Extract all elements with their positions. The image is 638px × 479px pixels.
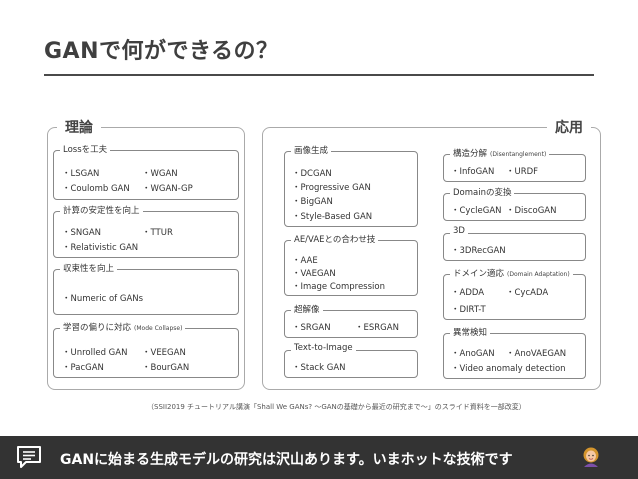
list-item: ・DIRT-T (451, 305, 486, 315)
list-item: ・Unrolled GAN (62, 348, 128, 358)
section-label: Text-to-Image (291, 343, 356, 353)
list-item: ・Coulomb GAN (62, 184, 130, 194)
page-title: GANで何ができるの？ (44, 39, 279, 64)
list-item: ・Image Compression (292, 282, 385, 292)
list-item: ・Stack GAN (292, 363, 346, 373)
theory-section-convergence: 収束性を向上 ・Numeric of GANs (53, 262, 239, 315)
woman-emoji-icon (583, 447, 599, 467)
list-item: ・DiscoGAN (506, 206, 557, 216)
section-sublabel: (Mode Collapse) (134, 325, 183, 332)
app-section-disentanglement: 構造分解(Disentanglement) ・InfoGAN ・URDF (443, 147, 586, 182)
section-label-text: ドメイン適応 (453, 269, 505, 279)
section-sublabel: (Disentanglement) (490, 151, 547, 158)
source-footnote: （SSII2019 チュートリアル講演「Shall We GANs? 〜GANの… (147, 403, 526, 411)
app-section-image-generation: 画像生成 ・DCGAN ・Progressive GAN ・BigGAN ・St… (284, 144, 418, 227)
speech-bubble-icon (17, 446, 41, 468)
list-item: ・PacGAN (62, 363, 104, 373)
list-item: ・ADDA (451, 288, 485, 298)
theory-section-loss: Lossを工夫 ・LSGAN ・WGAN ・Coulomb GAN ・WGAN-… (53, 143, 239, 200)
list-item: ・BigGAN (292, 197, 333, 207)
list-item: ・VAEGAN (292, 269, 336, 279)
section-label: 画像生成 (291, 144, 332, 156)
list-item: ・URDF (506, 167, 539, 177)
theory-group: 理論 (47, 117, 245, 390)
theory-section-mode-collapse: 学習の偏りに対応(Mode Collapse) ・Unrolled GAN ・V… (53, 321, 239, 378)
section-label-text: 構造分解 (453, 149, 488, 159)
section-label: 異常検知 (450, 326, 491, 338)
theory-section-stability: 計算の安定性を向上 ・SNGAN ・TTUR ・Relativistic GAN (53, 204, 239, 258)
app-section-domain-transfer: Domainの変換 ・CycleGAN ・DiscoGAN (443, 186, 586, 221)
app-section-ae-vae: AE/VAEとの合わせ技 ・AAE ・VAEGAN ・Image Compres… (284, 233, 418, 296)
section-label: Domainの変換 (450, 186, 515, 198)
list-item: ・AnoVAEGAN (506, 349, 567, 359)
list-item: ・TTUR (142, 228, 173, 238)
summary-banner: GANに始まる生成モデルの研究は沢山あります。いまホットな技術です (0, 436, 638, 479)
list-item: ・3DRecGAN (451, 246, 506, 256)
list-item: ・LSGAN (62, 169, 100, 179)
list-item: ・WGAN (142, 169, 178, 179)
list-item: ・AAE (292, 256, 318, 266)
section-label: 計算の安定性を向上 (60, 204, 143, 216)
app-section-3d: 3D ・3DRecGAN (443, 226, 586, 261)
list-item: ・Style-Based GAN (292, 212, 373, 222)
app-section-text-to-image: Text-to-Image ・Stack GAN (284, 343, 418, 378)
app-section-domain-adaptation: ドメイン適応(Domain Adaptation) ・ADDA ・CycADA … (443, 267, 586, 320)
section-label: 構造分解(Disentanglement) (450, 147, 550, 159)
section-label: 収束性を向上 (60, 262, 118, 274)
list-item: ・DCGAN (292, 169, 332, 179)
title-divider (44, 74, 594, 76)
list-item: ・SRGAN (292, 323, 331, 333)
section-label: 超解像 (291, 303, 323, 315)
section-sublabel: (Domain Adaptation) (507, 271, 570, 278)
list-item: ・AnoGAN (451, 349, 495, 359)
list-item: ・Numeric of GANs (62, 294, 144, 304)
list-item: ・InfoGAN (451, 167, 495, 177)
app-section-super-resolution: 超解像 ・SRGAN ・ESRGAN (284, 303, 418, 338)
list-item: ・SNGAN (62, 228, 102, 238)
section-label-text: 学習の偏りに対応 (63, 323, 132, 333)
section-label: 学習の偏りに対応(Mode Collapse) (60, 321, 186, 333)
theory-group-label: 理論 (57, 117, 101, 137)
section-label: AE/VAEとの合わせ技 (291, 233, 379, 245)
list-item: ・Video anomaly detection (451, 364, 566, 374)
list-item: ・BourGAN (142, 363, 190, 373)
section-label: ドメイン適応(Domain Adaptation) (450, 267, 573, 279)
app-section-anomaly-detection: 異常検知 ・AnoGAN ・AnoVAEGAN ・Video anomaly d… (443, 326, 586, 379)
list-item: ・Relativistic GAN (62, 243, 139, 253)
list-item: ・Progressive GAN (292, 183, 371, 193)
list-item: ・CycleGAN (451, 206, 502, 216)
banner-text: GANに始まる生成モデルの研究は沢山あります。いまホットな技術です (60, 452, 513, 468)
list-item: ・ESRGAN (355, 323, 399, 333)
list-item: ・VEEGAN (142, 348, 186, 358)
applications-group-label: 応用 (547, 117, 591, 137)
section-label: 3D (450, 226, 468, 236)
list-item: ・CycADA (506, 288, 549, 298)
applications-group: 応用 (262, 117, 601, 390)
list-item: ・WGAN-GP (142, 184, 193, 194)
section-label: Lossを工夫 (60, 143, 111, 155)
